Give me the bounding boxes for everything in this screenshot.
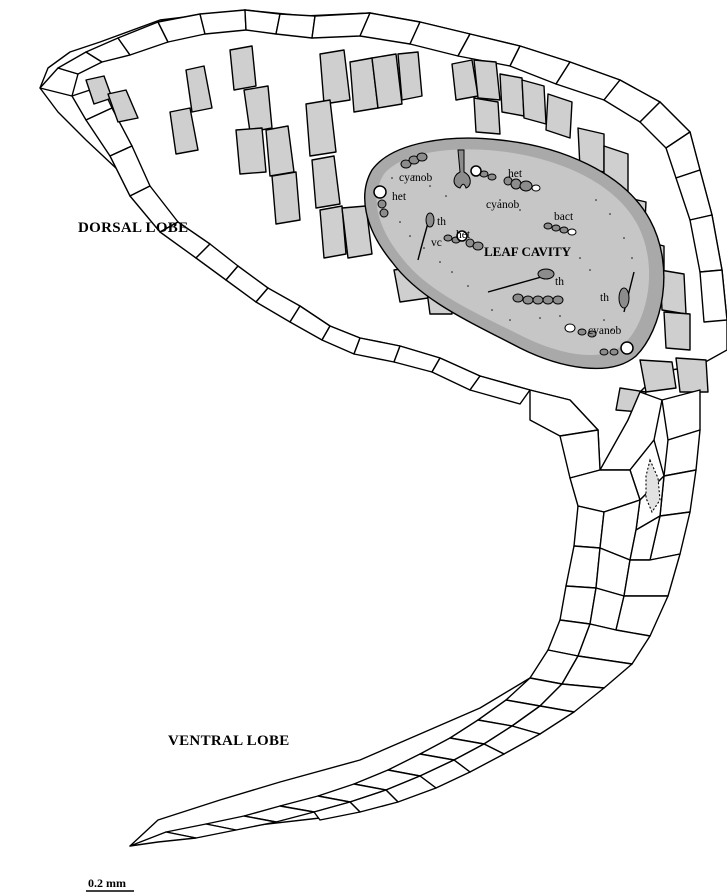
scale-bar-label: 0.2 mm [88,876,126,890]
leaf-cavity-label: LEAF CAVITY [484,244,572,259]
bact-label: bact [554,211,574,223]
th-label-1: th [437,216,446,228]
het-label-1: het [392,191,407,203]
cyanob-label-2: cyanob [486,199,519,211]
ventral-lobe-tissue [130,390,700,846]
th-label-3: th [600,292,609,304]
het-label-2: het [508,168,523,180]
scale-bar: 0.2 mm [86,876,134,891]
cyanob-label-1: cyanob [399,172,432,184]
het-label-3: het [456,229,471,241]
ventral-lobe-label: VENTRAL LOBE [168,733,290,749]
vc-label: vc [431,237,442,249]
cyanob-label-3: cyanob [588,325,621,337]
th-label-2: th [555,276,564,288]
dorsal-lobe-label: DORSAL LOBE [78,220,188,236]
